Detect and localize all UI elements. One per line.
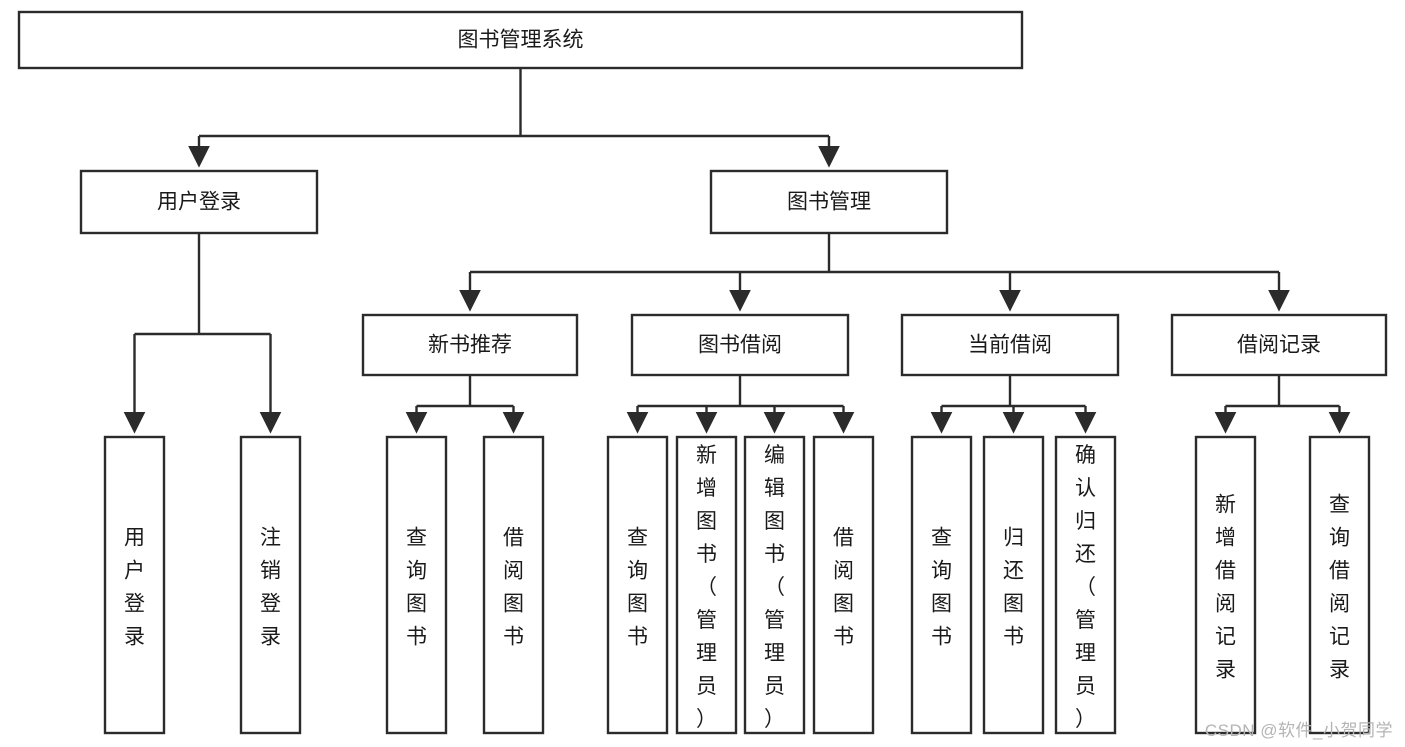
connector-group-book-management [459, 233, 1290, 312]
connector-group-book-borrow [626, 375, 855, 434]
node-leaf-user-login[interactable]: 用户登录 [103, 435, 166, 735]
node-new-book-recommend-label: 新书推荐 [428, 334, 512, 357]
node-user-login-label: 用户登录 [157, 191, 241, 214]
node-book-management[interactable]: 图书管理 [709, 169, 949, 235]
node-leaf-add-book[interactable]: 新增图书（管理员） [675, 435, 738, 735]
node-leaf-query-book-current-label: 查询图书 [931, 527, 952, 649]
node-root[interactable]: 图书管理系统 [17, 10, 1024, 70]
node-leaf-edit-book[interactable]: 编辑图书（管理员） [743, 435, 806, 735]
node-root-box[interactable] [17, 10, 1024, 70]
node-leaf-add-book-box[interactable] [675, 435, 738, 735]
node-book-management-label: 图书管理 [787, 191, 871, 214]
node-borrow-record-label: 借阅记录 [1237, 334, 1321, 357]
node-leaf-borrow-book-box[interactable] [812, 435, 875, 735]
csdn-watermark: CSDN @软件_小贺同学 [1204, 721, 1393, 740]
node-root-label: 图书管理系统 [458, 29, 584, 52]
node-leaf-confirm-return-label: 确认归还（管理员） [1075, 444, 1096, 731]
node-leaf-borrow-book-label: 借阅图书 [833, 527, 854, 649]
node-leaf-edit-book-box[interactable] [743, 435, 806, 735]
node-leaf-query-book-recommend-box[interactable] [385, 435, 448, 735]
node-leaf-return-book[interactable]: 归还图书 [982, 435, 1045, 735]
node-current-borrow-box[interactable] [900, 313, 1120, 377]
node-leaf-query-book-current-box[interactable] [910, 435, 973, 735]
node-leaf-borrow-book[interactable]: 借阅图书 [812, 435, 875, 735]
node-leaf-confirm-return[interactable]: 确认归还（管理员） [1054, 435, 1117, 735]
connector-group-user-login [123, 233, 282, 434]
node-leaf-query-book-current[interactable]: 查询图书 [910, 435, 973, 735]
node-leaf-add-borrow-record-label: 新增借阅记录 [1215, 494, 1236, 682]
node-leaf-query-book-recommend-label: 查询图书 [406, 527, 427, 649]
node-leaf-return-book-label: 归还图书 [1003, 527, 1024, 649]
node-leaf-query-book-recommend[interactable]: 查询图书 [385, 435, 448, 735]
node-leaf-logout-box[interactable] [239, 435, 302, 735]
node-user-login-box[interactable] [79, 169, 319, 235]
node-new-book-recommend-box[interactable] [361, 313, 579, 377]
node-leaf-query-book-borrow-label: 查询图书 [627, 527, 648, 649]
node-leaf-confirm-return-box[interactable] [1054, 435, 1117, 735]
node-leaf-borrow-book-recommend-box[interactable] [482, 435, 545, 735]
leaf-node-layer: 用户登录 注销登录 查询图书 借阅图书 查询图书 新增图书（管理员） 编辑图书（管理员） 借阅… [103, 435, 1371, 735]
node-leaf-query-borrow-record-box[interactable] [1308, 435, 1371, 735]
node-leaf-logout-label: 注销登录 [260, 527, 281, 649]
node-leaf-edit-book-label: 编辑图书（管理员） [764, 444, 785, 731]
node-current-borrow-label: 当前借阅 [968, 334, 1052, 357]
node-leaf-user-login-label: 用户登录 [124, 527, 145, 649]
node-leaf-borrow-book-recommend-label: 借阅图书 [503, 527, 524, 649]
node-leaf-add-book-label: 新增图书（管理员） [696, 444, 717, 731]
node-book-borrow-label: 图书借阅 [698, 334, 782, 357]
node-leaf-return-book-box[interactable] [982, 435, 1045, 735]
node-book-borrow-box[interactable] [630, 313, 850, 377]
node-leaf-user-login-box[interactable] [103, 435, 166, 735]
node-current-borrow[interactable]: 当前借阅 [900, 313, 1120, 377]
node-leaf-query-book-borrow[interactable]: 查询图书 [606, 435, 669, 735]
node-borrow-record[interactable]: 借阅记录 [1170, 313, 1388, 377]
node-leaf-query-borrow-record-label: 查询借阅记录 [1329, 494, 1350, 682]
connector-group-borrow-record [1214, 375, 1351, 434]
connector-group-new-book-recommend [405, 375, 525, 434]
node-user-login[interactable]: 用户登录 [79, 169, 319, 235]
connector-group-current-borrow [930, 375, 1097, 434]
node-leaf-borrow-book-recommend[interactable]: 借阅图书 [482, 435, 545, 735]
node-new-book-recommend[interactable]: 新书推荐 [361, 313, 579, 377]
node-leaf-query-book-borrow-box[interactable] [606, 435, 669, 735]
connector-group-root [188, 68, 840, 168]
node-leaf-add-borrow-record[interactable]: 新增借阅记录 [1194, 435, 1257, 735]
node-borrow-record-box[interactable] [1170, 313, 1388, 377]
node-leaf-query-borrow-record[interactable]: 查询借阅记录 [1308, 435, 1371, 735]
node-leaf-logout[interactable]: 注销登录 [239, 435, 302, 735]
node-book-borrow[interactable]: 图书借阅 [630, 313, 850, 377]
node-leaf-add-borrow-record-box[interactable] [1194, 435, 1257, 735]
node-book-management-box[interactable] [709, 169, 949, 235]
